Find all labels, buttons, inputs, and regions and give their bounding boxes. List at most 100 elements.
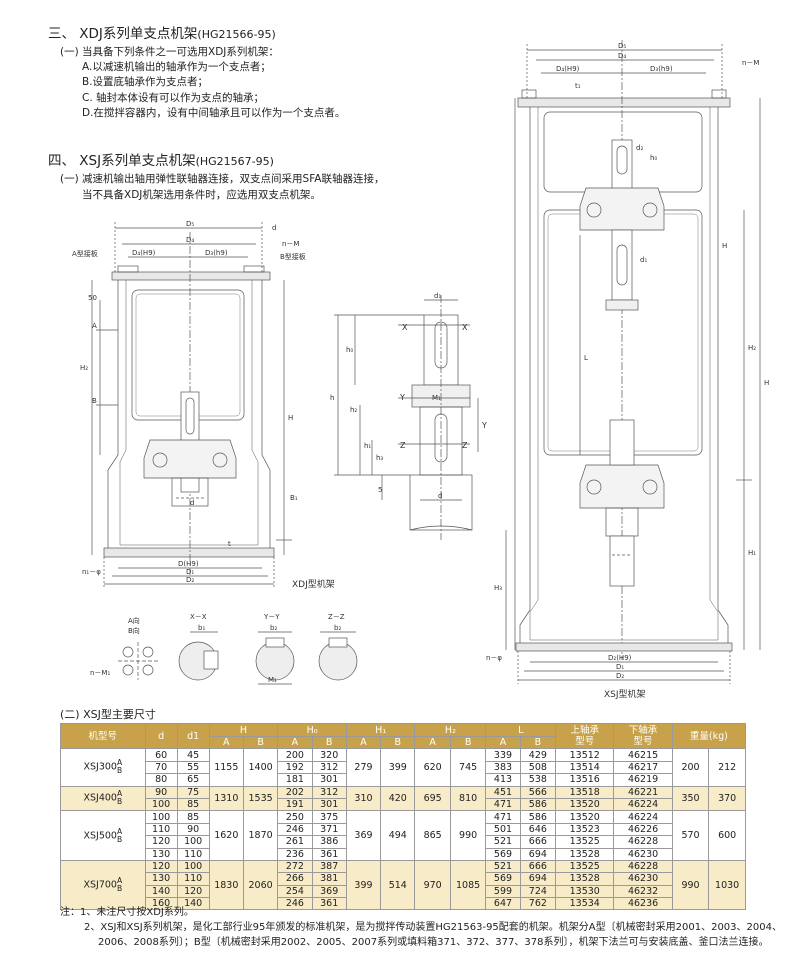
shaft-label: h₁	[364, 442, 371, 450]
cell-H-b: 1535	[242, 785, 279, 812]
cell-lower-bearing: 46224	[613, 797, 673, 812]
cell-L-b: 586	[519, 810, 557, 824]
cell-upper-bearing: 13518	[555, 785, 615, 799]
cell-H0-a: 181	[277, 773, 313, 787]
xdj-label: D₄	[186, 236, 194, 244]
cell-d: 120	[144, 859, 178, 874]
cell-d1: 140	[176, 897, 210, 911]
header-a: A	[414, 735, 451, 750]
header-H2: H₂	[414, 723, 487, 737]
cell-H0-b: 312	[311, 785, 347, 799]
cell-d1: 100	[176, 835, 210, 849]
cell-d1: 90	[176, 822, 210, 837]
xdj-label: H₂	[80, 364, 88, 372]
xdj-label: 50	[88, 294, 97, 302]
xsj-label: d₁	[640, 256, 647, 264]
cell-H0-b: 320	[311, 748, 347, 762]
technical-drawings: D₅ D₄ D₄(H9) D₃(h9) d n－M A型接板 B型接板 50 A…	[72, 40, 769, 700]
cell-H0-a: 250	[277, 810, 313, 824]
cell-upper-bearing: 13528	[555, 872, 615, 886]
spec-table: 机型号 d d1 H H₀ H₁ H₂ L 上轴承型号 下轴承型号 重量(kg)…	[60, 722, 747, 911]
cell-lower-bearing: 46226	[613, 822, 673, 837]
section-label: M₁	[268, 676, 277, 684]
cell-L-a: 521	[485, 859, 521, 874]
cell-H-a: 1310	[208, 785, 244, 812]
cell-upper-bearing: 13516	[555, 773, 615, 787]
xdj-frame-drawing	[91, 222, 292, 588]
cell-H2-a: 620	[414, 748, 451, 787]
header-L: L	[485, 723, 557, 737]
cell-L-b: 646	[519, 822, 557, 837]
cell-H2-b: 810	[449, 785, 487, 812]
cell-d: 130	[144, 872, 178, 886]
cell-L-b: 724	[519, 884, 557, 899]
header-b: B	[449, 735, 487, 750]
header-b: B	[519, 735, 557, 750]
header-a: A	[485, 735, 521, 750]
header-b: B	[311, 735, 347, 750]
section-label: X－X	[190, 613, 207, 621]
header-b: B	[242, 735, 279, 750]
note-2a: 2、XSJ和XSJ系列机架，是化工部行业95年颁发的标准机架，是为搅拌传动装置H…	[84, 922, 782, 933]
cell-lower-bearing: 46230	[613, 872, 673, 886]
cell-H0-b: 371	[311, 822, 347, 837]
cell-d1: 120	[176, 884, 210, 899]
cell-H-a: 1155	[208, 748, 244, 787]
cell-L-b: 566	[519, 785, 557, 799]
section4-title: 四、 XSJ系列单支点机架(HG21567-95)	[48, 153, 274, 169]
cell-H0-a: 272	[277, 859, 313, 874]
cell-d1: 45	[176, 748, 210, 762]
section3-title: 三、 XDJ系列单支点机架(HG21566-95)	[48, 26, 276, 42]
xsj-label: H₂	[748, 344, 756, 352]
section-label: b₂	[334, 624, 341, 632]
cell-L-a: 471	[485, 810, 521, 824]
cell-weight-b: 1030	[708, 859, 746, 911]
cell-H-a: 1620	[208, 810, 244, 861]
cell-H0-a: 254	[277, 884, 313, 899]
xsj-label: D₄(H9)	[556, 65, 580, 73]
cell-d: 90	[144, 785, 178, 799]
section4-intro: (一) 减速机输出轴用弹性联轴器连接，双支点间采用SFA联轴器连接，	[60, 173, 385, 185]
cell-L-a: 451	[485, 785, 521, 799]
cell-H0-b: 369	[311, 884, 347, 899]
cell-lower-bearing: 46228	[613, 859, 673, 874]
header-weight: 重量(kg)	[671, 722, 747, 750]
cell-L-b: 694	[519, 872, 557, 886]
shaft-label: X	[402, 323, 408, 332]
section-label: Z－Z	[328, 613, 345, 621]
xdj-label: A	[92, 322, 97, 330]
cell-upper-bearing: 13530	[555, 884, 615, 899]
cell-L-b: 508	[519, 760, 557, 775]
xsj-label: D₃(h9)	[650, 65, 673, 73]
cell-L-b: 429	[519, 748, 557, 762]
cell-upper-bearing: 13534	[555, 897, 615, 911]
cell-L-a: 599	[485, 884, 521, 899]
cell-weight-b: 600	[708, 810, 746, 861]
header-model: 机型号	[60, 722, 146, 750]
cell-L-b: 762	[519, 897, 557, 911]
xsj-label: n－M	[742, 59, 759, 67]
xsj-label: D₂(H9)	[608, 654, 632, 662]
cell-H1-b: 514	[380, 859, 416, 911]
cell-weight-a: 570	[671, 810, 710, 861]
header-a: A	[345, 735, 382, 750]
shaft-label: d₁	[434, 292, 441, 300]
xsj-label: H₁	[748, 549, 756, 557]
header-d1: d1	[176, 722, 210, 750]
shaft-label: M₁	[432, 394, 441, 402]
xsj-label: D₂	[616, 672, 624, 680]
cell-H0-b: 387	[311, 859, 347, 874]
cell-d1: 65	[176, 773, 210, 787]
shaft-label: 5	[378, 486, 382, 494]
cell-H1-a: 279	[345, 748, 382, 787]
